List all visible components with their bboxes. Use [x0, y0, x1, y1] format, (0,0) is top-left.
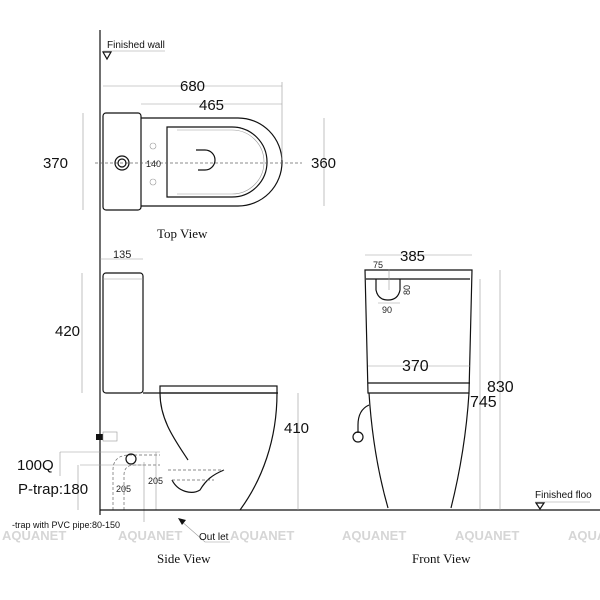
bowl-trap: [171, 469, 225, 493]
dim-bowl-width: 370: [402, 358, 429, 375]
dim-seat-height: 410: [284, 420, 309, 437]
watermark: AQUANET: [230, 528, 294, 543]
valve-body: [102, 431, 118, 442]
p-trap-note: -trap with PVC pipe:80-150: [12, 520, 120, 530]
bowl-back: [239, 392, 278, 511]
bowl-front: [159, 392, 189, 461]
dim-bowl-length: 465: [199, 97, 224, 114]
inlet-circle: [125, 453, 137, 465]
watermarks: AQUANET AQUANET AQUANET AQUANET AQUANET …: [2, 528, 600, 543]
dim-tank-width: 370: [43, 155, 68, 172]
flush-slot: [375, 279, 401, 301]
outlet-label: Out let: [199, 532, 229, 543]
arrow-icon: [178, 518, 186, 525]
wall-marker-icon: [101, 51, 113, 61]
dim-tank-height: 420: [55, 323, 80, 340]
side-view-caption: Side View: [157, 551, 211, 566]
side-tank: [102, 272, 144, 394]
valve-icon: [96, 434, 103, 440]
dim-bowl-height: 745: [470, 394, 497, 411]
outlet-pipe: [112, 454, 160, 510]
watermark: AQUANET: [2, 528, 66, 543]
seat-lid: [159, 385, 278, 394]
top-view: 140 680 465 370 360 Top View: [43, 78, 336, 241]
dim-overall-height: 830: [487, 379, 514, 396]
top-view-caption: Top View: [157, 226, 208, 241]
dim-bowl-width: 360: [311, 155, 336, 172]
watermark: AQUANET: [118, 528, 182, 543]
front-bowl-left: [368, 392, 389, 509]
outlet-leader: [179, 519, 230, 543]
floor-marker-icon: [534, 502, 546, 511]
top-seat: [166, 126, 268, 198]
s-trap-label: 100Q: [17, 457, 54, 474]
watermark: AQUANET: [455, 528, 519, 543]
top-tank: [102, 112, 142, 211]
finished-wall-label: Finished wall: [107, 40, 165, 51]
flush-button-inner: [117, 158, 127, 168]
watermark: AQUANET: [342, 528, 406, 543]
front-view: 385 75 80 90 370 830 745 Finished floo F…: [352, 248, 592, 566]
watermark: AQUANET: [568, 528, 600, 543]
water-hose: [357, 404, 370, 433]
top-bowl: [141, 117, 283, 207]
fixing-hole: [149, 142, 157, 150]
drain-logo-icon: [196, 149, 216, 171]
dim-overall-length: 680: [180, 78, 205, 95]
hose-connector-icon: [352, 431, 364, 443]
side-view: 135 420 100Q P-trap:180 205 205 -trap wi…: [12, 249, 600, 566]
dim-outlet-a: 205: [116, 484, 131, 494]
top-seat-inner: [177, 129, 265, 195]
front-bowl-right: [450, 392, 470, 509]
p-trap-label: P-trap:180: [18, 481, 88, 498]
dim-outlet-b: 205: [148, 476, 163, 486]
dim-top-width: 385: [400, 248, 425, 265]
dim-slot-offset: 75: [373, 260, 383, 270]
finished-floor-label: Finished floo: [535, 490, 592, 501]
dim-tank-depth: 135: [113, 249, 131, 261]
fixing-hole: [149, 178, 157, 186]
front-view-caption: Front View: [412, 551, 471, 566]
dim-slot-width: 90: [382, 305, 392, 315]
dim-slot-depth: 80: [402, 285, 412, 295]
flush-button-icon: [114, 155, 130, 171]
dim-hole-spacing: 140: [146, 159, 161, 169]
